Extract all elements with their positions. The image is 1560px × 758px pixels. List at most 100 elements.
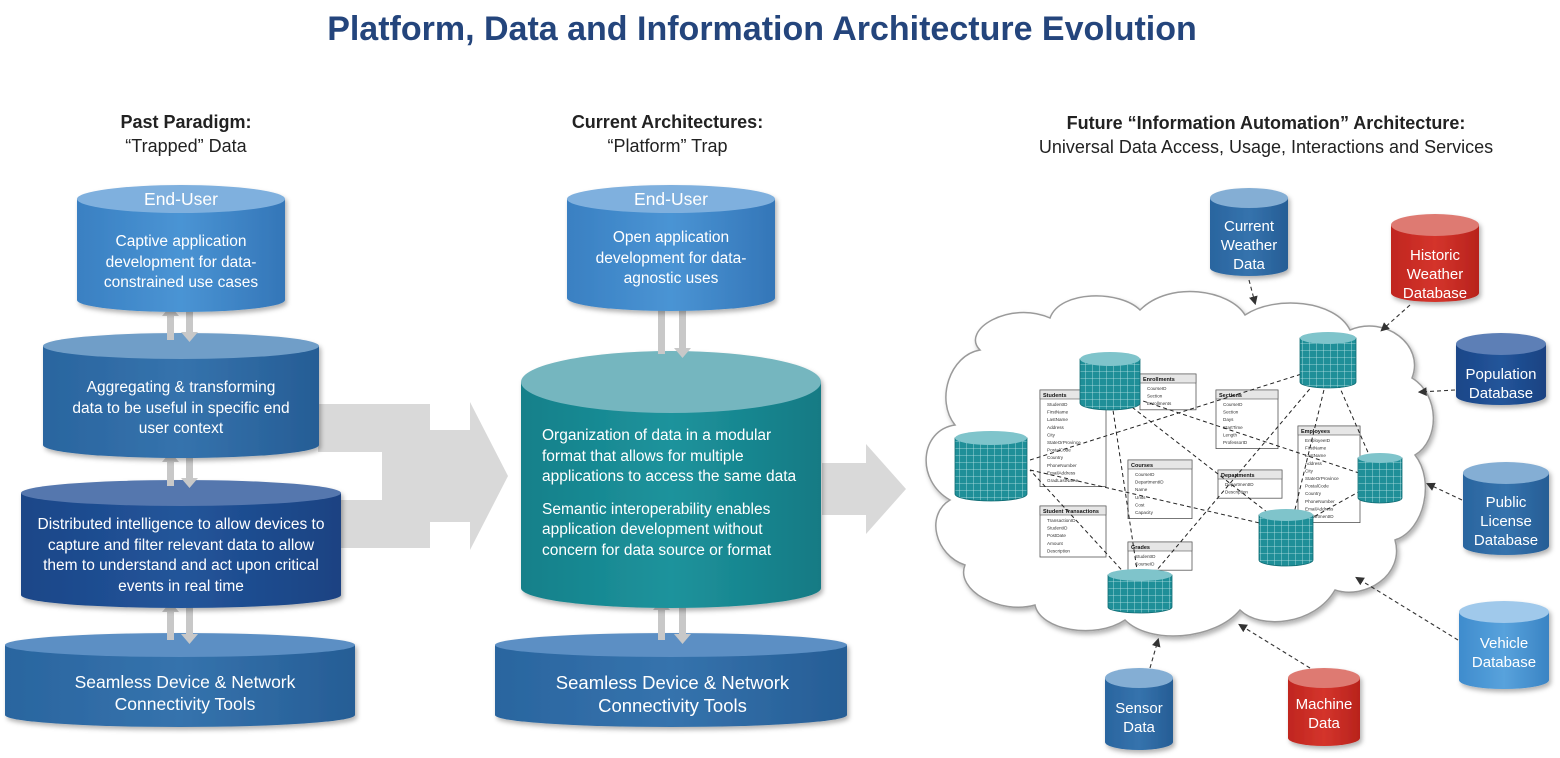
schema-diagram: StudentsStudentIDFirstNameLastNameAddres… — [1039, 373, 1361, 571]
schema-field: LastName — [1305, 453, 1326, 458]
schema-field: StudentID — [1135, 554, 1156, 559]
schema-field: GradLastName — [1047, 478, 1079, 483]
schema-field: Capacity — [1135, 510, 1154, 515]
current-stack — [495, 185, 847, 727]
schema-field: City — [1047, 432, 1056, 437]
schema-field: StateOrProvince — [1305, 476, 1339, 481]
source-population — [1456, 333, 1546, 405]
schema-field: EmployeeID — [1305, 438, 1331, 443]
schema-field: TransactionID — [1047, 518, 1076, 523]
past-enduser-text: Captive application development for data… — [103, 233, 259, 291]
vehicle-label: Vehicle Database — [1471, 635, 1537, 671]
current-middle-para2: Semantic interoperability enables applic… — [542, 500, 772, 559]
current-weather-label: Current Weather Data — [1220, 218, 1278, 273]
grid-cylinder — [1299, 332, 1357, 389]
schema-field: CourseID — [1223, 402, 1243, 407]
future-heading-subtitle: Universal Data Access, Usage, Interactio… — [1038, 137, 1494, 157]
schema-field: LastName — [1047, 417, 1068, 422]
schema-field: Section — [1223, 410, 1239, 415]
schema-field: Description — [1047, 548, 1070, 553]
past-base-cylinder — [5, 633, 355, 727]
schema-table-title: Employees — [1301, 429, 1330, 435]
schema-field: PostDate — [1047, 533, 1066, 538]
past-layer2-text: Aggregating & transforming data to be us… — [72, 379, 290, 437]
past-layer2-cylinder — [43, 333, 319, 458]
schema-field: Country — [1305, 491, 1322, 496]
future-heading-title: Future “Information Automation” Architec… — [1066, 113, 1466, 133]
grid-cylinder — [1357, 453, 1403, 504]
schema-table-title: Courses — [1131, 463, 1153, 469]
grid-cylinder — [1079, 352, 1141, 411]
schema-table-header — [1217, 469, 1283, 480]
grid-cylinder — [1107, 569, 1173, 614]
flow-arrow-current-to-future — [822, 444, 906, 534]
source-current-weather — [1210, 188, 1288, 276]
schema-table-box — [1297, 425, 1361, 523]
schema-table-sections: SectionsCourseIDSectionDaysStartTimeLeng… — [1215, 389, 1279, 449]
future-heading: Future “Information Automation” Architec… — [1010, 111, 1522, 159]
schema-field: CourseID — [1135, 562, 1155, 567]
schema-field: Length — [1223, 432, 1237, 437]
past-heading-title: Past Paradigm: — [120, 112, 252, 132]
current-enduser-cylinder — [567, 185, 775, 311]
current-middle-text: Organization of data in a modular format… — [542, 426, 812, 573]
current-enduser-label: End-User — [634, 189, 708, 209]
source-sensor — [1105, 668, 1173, 750]
past-heading-subtitle: “Trapped” Data — [125, 136, 247, 156]
flow-arrow-past-to-current — [318, 402, 508, 550]
schema-table-courses: CoursesCourseIDDepartmentIDNameUnitsCost… — [1127, 459, 1193, 519]
schema-field: ProfessorID — [1223, 440, 1248, 445]
past-enduser-cylinder — [77, 185, 285, 312]
schema-field: Country — [1047, 455, 1064, 460]
schema-table-header — [1039, 505, 1107, 516]
schema-field: PhoneNumber — [1305, 499, 1335, 504]
schema-field: EmailAddress — [1305, 506, 1334, 511]
schema-field: City — [1305, 468, 1314, 473]
schema-field: EmailAddress — [1047, 470, 1076, 475]
schema-table-title: Enrollments — [1143, 377, 1175, 383]
schema-field: Section — [1147, 394, 1163, 399]
schema-table-header — [1127, 541, 1193, 552]
source-historic-weather — [1391, 214, 1479, 302]
schema-field: StateOrProvince — [1047, 440, 1081, 445]
current-base-cylinder — [495, 633, 847, 727]
schema-field: DepartmentID — [1135, 480, 1164, 485]
current-enduser-text: Open application development for data-ag… — [595, 229, 747, 287]
past-base-text: Seamless Device & Network Connectivity T… — [74, 672, 296, 714]
schema-field: PostalCode — [1047, 448, 1071, 453]
schema-field: FirstName — [1047, 410, 1069, 415]
schema-field: Enrollments — [1147, 401, 1172, 406]
schema-table-title: Students — [1043, 393, 1067, 399]
schema-field: Address — [1047, 425, 1065, 430]
schema-field: FirstName — [1305, 446, 1327, 451]
schema-table-box — [1127, 459, 1193, 519]
past-heading: Past Paradigm: “Trapped” Data — [56, 110, 316, 158]
current-heading-subtitle: “Platform” Trap — [607, 136, 728, 156]
source-arrows — [1149, 279, 1463, 669]
past-stack — [5, 185, 355, 727]
schema-table-header — [1215, 389, 1279, 400]
schema-table-student-transactions: Student TransactionsTransactionIDStudent… — [1039, 505, 1107, 558]
source-public-license — [1463, 462, 1549, 555]
past-enduser-label: End-User — [144, 189, 218, 209]
historic-weather-label: Historic Weather Database — [1402, 247, 1468, 302]
past-layer3-cylinder — [21, 480, 341, 608]
schema-table-header — [1127, 459, 1193, 470]
public-license-label: Public License Database — [1473, 494, 1539, 549]
source-machine — [1288, 668, 1360, 746]
current-middle-cylinder — [521, 351, 821, 608]
schema-field: DepartmentID — [1305, 514, 1334, 519]
schema-field: CourseID — [1135, 472, 1155, 477]
schema-table-title: Departments — [1221, 473, 1255, 479]
schema-table-title: Grades — [1131, 545, 1150, 551]
current-heading: Current Architectures: “Platform” Trap — [530, 110, 805, 158]
schema-field: Description — [1225, 490, 1248, 495]
schema-field: Amount — [1047, 541, 1064, 546]
current-middle-para1: Organization of data in a modular format… — [542, 427, 797, 485]
schema-field: Address — [1305, 461, 1323, 466]
